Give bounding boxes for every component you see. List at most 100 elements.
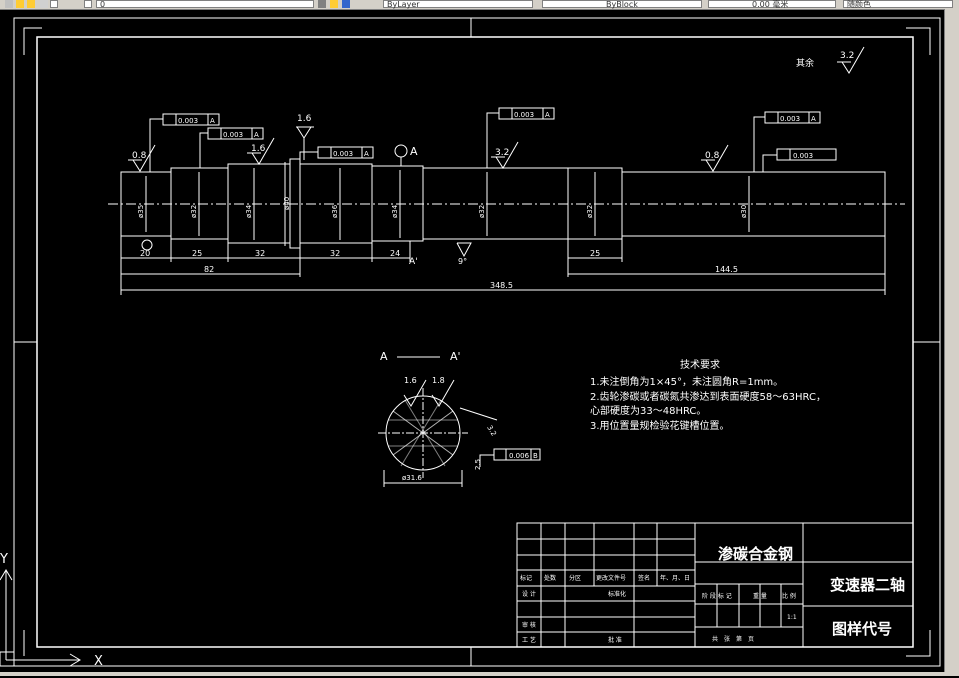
stage-mark-header: 阶 段 标 记 (702, 592, 732, 600)
lineweight-control-value: 0.00 毫米 (752, 0, 789, 9)
tolerance-5: 0.003 (780, 115, 800, 123)
section-roughness-2: 1.8 (432, 376, 445, 385)
diameter-6: ø34 (391, 204, 399, 218)
color-control[interactable]: ByLayer (383, 0, 533, 9)
tolerance-3: 0.003 (333, 150, 353, 158)
section-title-a: A (380, 350, 388, 363)
freeze-icon[interactable] (40, 0, 48, 8)
process-label: 工 艺 (522, 636, 536, 644)
ucs-x-label: X (94, 654, 103, 669)
part-name: 变速器二轴 (830, 576, 905, 594)
section-title-a-prime: A' (450, 350, 461, 363)
weight-header: 重 量 (753, 592, 767, 600)
lineweight-control[interactable]: 0.00 毫米 (708, 0, 836, 9)
tolerance-datum-4: A (545, 111, 550, 119)
sun-icon[interactable] (16, 0, 24, 8)
tolerance-1: 0.003 (178, 117, 198, 125)
roughness-right: 0.8 (705, 151, 720, 161)
section-dim-small: 2.5 (474, 459, 482, 470)
toolbar: 0 ByLayer ByBlock 0.00 毫米 随颜色 (0, 0, 959, 10)
lock-icon[interactable] (27, 0, 35, 8)
header-mark: 标记 (520, 574, 532, 582)
tech-req-title: 技术要求 (680, 358, 720, 371)
diameter-4: ø40 (283, 197, 291, 210)
dropdown-arrow-icon[interactable] (318, 0, 326, 8)
tolerance-4: 0.003 (514, 111, 534, 119)
section-roughness-3: 3.2 (485, 424, 497, 438)
drawing-code: 图样代号 (832, 620, 892, 638)
linetype-control-value: ByBlock (606, 0, 638, 9)
color-swatch-icon[interactable] (50, 0, 58, 8)
diameter-5: ø36 (331, 204, 339, 218)
sheet-label: 共 张 第 页 (712, 635, 754, 643)
diameter-7: ø32 (478, 205, 486, 218)
dim-25b: 25 (590, 249, 600, 258)
layer-color-icon[interactable] (84, 0, 92, 8)
section-datum: B (533, 452, 538, 460)
standardize-label: 标准化 (608, 590, 626, 598)
material-label: 渗碳合金钢 (718, 545, 793, 563)
drawing-canvas[interactable]: 其余 3.2 0.8 1.6 1.6 3.2 0.8 0.003 A 0.003… (0, 9, 944, 674)
dim-angle: 9° (458, 257, 467, 266)
scale-value: 1:1 (787, 614, 797, 621)
surface-note-label: 其余 (796, 57, 814, 69)
dim-348-5: 348.5 (490, 281, 513, 290)
header-date: 年、月、日 (660, 574, 690, 582)
section-mark-a: A (410, 145, 418, 158)
diameter-3: ø34 (245, 204, 253, 218)
diameter-9: ø30 (740, 205, 748, 218)
bottom-scroll-strip[interactable] (0, 672, 959, 676)
color-control-value: ByLayer (387, 0, 420, 9)
outer-frame (13, 17, 941, 667)
layer-manager-icon[interactable] (342, 0, 350, 8)
title-block (516, 522, 914, 648)
roughness-middle: 3.2 (495, 148, 509, 158)
linetype-control[interactable]: ByBlock (542, 0, 702, 9)
roughness-left-top: 1.6 (297, 114, 312, 124)
section-roughness-1: 1.6 (404, 376, 417, 385)
header-count: 处数 (544, 574, 556, 582)
section-tolerance: 0.006 (509, 452, 530, 460)
tolerance-datum-3: A (364, 150, 369, 158)
dim-82: 82 (204, 265, 214, 274)
tech-req-line4: 3.用位置量规检验花键槽位置。 (590, 419, 730, 432)
default-roughness: 3.2 (840, 51, 854, 61)
header-sign: 签名 (638, 574, 650, 582)
section-mark-a-prime: A' (409, 257, 418, 267)
design-label: 设 计 (522, 590, 536, 598)
dim-144-5: 144.5 (715, 265, 738, 274)
tech-req-line2: 2.齿轮渗碳或者碳氮共渗达到表面硬度58～63HRC， (590, 390, 826, 403)
tolerance-frames (141, 107, 837, 251)
ucs-y-label: Y (0, 552, 8, 567)
plotstyle-control[interactable]: 随颜色 (843, 0, 953, 9)
approve-label: 批 准 (608, 636, 622, 644)
layer-value: 0 (100, 0, 106, 9)
tolerance-datum-5: A (811, 115, 816, 123)
dim-25a: 25 (192, 249, 202, 258)
scale-header: 比 例 (782, 592, 796, 600)
tolerance-datum-2: A (254, 131, 259, 139)
layer-dropdown[interactable]: 0 (96, 0, 314, 9)
roughness-left-shoulder: 1.6 (251, 144, 266, 154)
plotstyle-control-value: 随颜色 (847, 0, 871, 9)
layer-previous-icon[interactable] (330, 0, 338, 8)
vertical-scrollbar[interactable] (944, 9, 959, 674)
roughness-left-end: 0.8 (132, 151, 147, 161)
tolerance-datum-1: A (210, 117, 215, 125)
diameter-1: ø35 (137, 205, 145, 218)
review-label: 审 核 (522, 621, 536, 629)
header-zone: 分区 (569, 574, 581, 582)
tech-req-line3: 心部硬度为33～48HRC。 (590, 404, 706, 417)
layer-state-icon[interactable] (5, 0, 13, 8)
dim-32a: 32 (255, 249, 265, 258)
tolerance-6: 0.003 (793, 152, 813, 160)
section-diameter: ø31.6 (402, 474, 422, 482)
tolerance-2: 0.003 (223, 131, 243, 139)
section-view (378, 356, 541, 487)
ucs-icon (0, 569, 81, 667)
dim-32b: 32 (330, 249, 340, 258)
header-change-doc: 更改文件号 (596, 574, 626, 582)
tech-req-line1: 1.未注倒角为1×45°，未注圆角R=1mm。 (590, 375, 783, 388)
diameter-8: ø32 (586, 205, 594, 218)
diameter-2: ø32 (190, 205, 198, 218)
